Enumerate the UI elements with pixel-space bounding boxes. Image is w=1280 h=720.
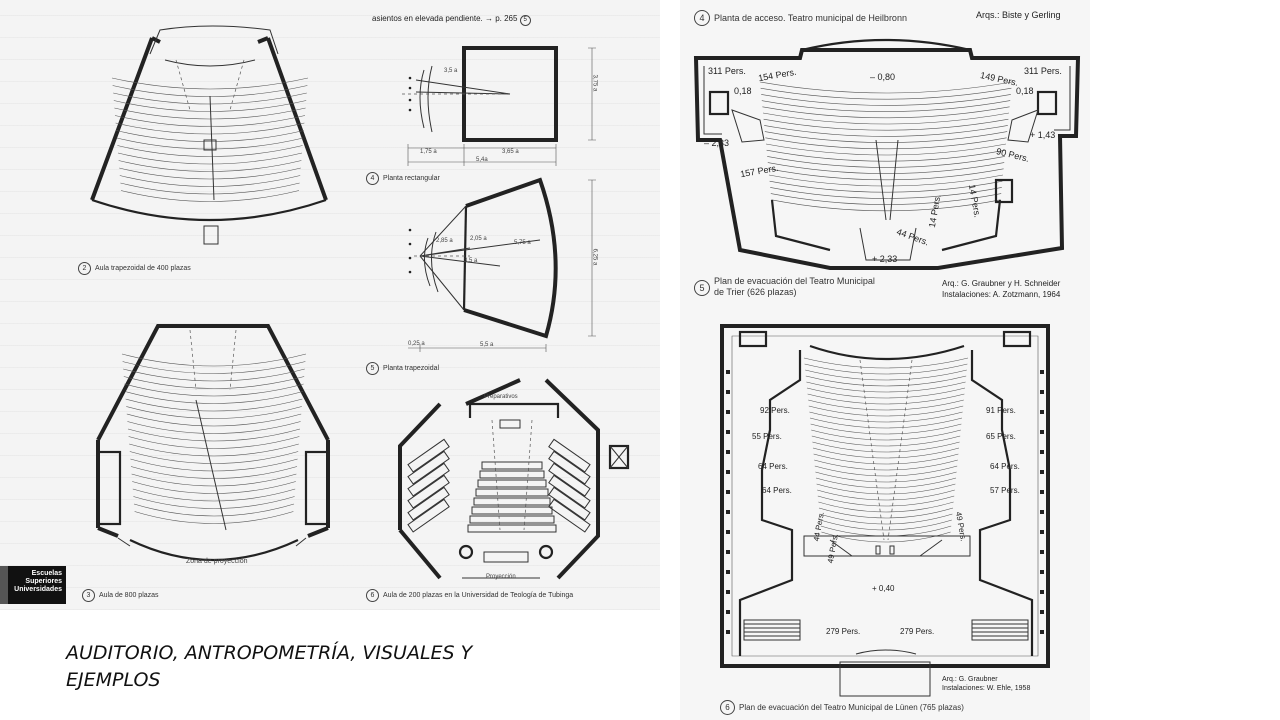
caption-trier-line-2: de Trier (626 plazas) bbox=[714, 287, 797, 297]
lunen-label-12: + 0,40 bbox=[872, 584, 895, 593]
caption-fig-5: 5 Planta trapezoidal bbox=[366, 362, 439, 375]
dim-trap-2: 2,05 a bbox=[470, 236, 487, 242]
caption-lunen: 6 Plan de evacuación del Teatro Municipa… bbox=[720, 700, 964, 715]
dim-rect-3: 3,65 a bbox=[502, 149, 519, 155]
lunen-label-4: 65 Pers. bbox=[986, 432, 1016, 441]
caption-fig-4: 4 Planta rectangular bbox=[366, 172, 440, 185]
label-zona-proyeccion: Zona de proyección bbox=[186, 558, 248, 565]
right-scanned-page: 4 Planta de acceso. Teatro municipal de … bbox=[680, 0, 1090, 720]
lunen-label-6: 64 Pers. bbox=[990, 462, 1020, 471]
dim-rect-1: 3,5 a bbox=[444, 68, 458, 74]
trier-label-3: – 0,80 bbox=[870, 72, 896, 82]
badge-stripe bbox=[0, 566, 8, 604]
trier-label-6: 0,18 bbox=[734, 86, 752, 96]
credit-heilbronn: Arqs.: Biste y Gerling bbox=[976, 10, 1061, 20]
badge-line-3: Universidades bbox=[14, 586, 62, 593]
dim-trap-6: 0,25 a bbox=[408, 341, 425, 347]
slide-title: AUDITORIO, ANTROPOMETRÍA, VISUALES Y EJE… bbox=[66, 642, 473, 691]
label-preparativos: Preparativos bbox=[484, 394, 518, 400]
lunen-label-1: 92 Pers. bbox=[760, 406, 790, 415]
top-note: asientos en elevada pendiente. → p. 265 … bbox=[372, 14, 531, 26]
lunen-label-7: 64 Pers. bbox=[762, 486, 792, 495]
trier-label-9: + 1,43 bbox=[1030, 130, 1056, 140]
credit-trier-1: Arq.: G. Graubner y H. Schneider bbox=[942, 279, 1061, 288]
plan-tubinga-200 bbox=[398, 378, 630, 580]
school-badge: Escuelas Superiores Universidades bbox=[0, 566, 66, 604]
dim-rect-5: 3,75 a bbox=[591, 74, 598, 92]
label-proyeccion: Proyección bbox=[486, 574, 516, 580]
credit-trier-2: Instalaciones: A. Zotzmann, 1964 bbox=[942, 290, 1061, 299]
plan-aula-800 bbox=[96, 324, 330, 562]
caption-heilbronn: 4 Planta de acceso. Teatro municipal de … bbox=[694, 10, 907, 26]
left-scanned-page: asientos en elevada pendiente. → p. 265 … bbox=[0, 0, 660, 610]
plan-rectangular bbox=[402, 46, 596, 166]
dim-trap-5: 6,25 a bbox=[591, 248, 598, 266]
lunen-label-13: 279 Pers. bbox=[826, 627, 861, 636]
credit-lunen-2: Instalaciones: W. Ehle, 1958 bbox=[942, 685, 1031, 692]
trier-label-1: 311 Pers. bbox=[708, 66, 746, 76]
lunen-label-2: 91 Pers. bbox=[986, 406, 1016, 415]
plan-trier bbox=[693, 38, 1081, 697]
dim-rect-4: 5,4a bbox=[476, 157, 488, 163]
caption-trier-line-1: Plan de evacuación del Teatro Municipal bbox=[714, 276, 875, 286]
badge-line-2: Superiores bbox=[25, 578, 62, 585]
lunen-label-5: 64 Pers. bbox=[758, 462, 788, 471]
caption-fig-6: 6 Aula de 200 plazas en la Universidad d… bbox=[366, 589, 573, 602]
trier-label-8: – 2,33 bbox=[704, 138, 730, 148]
trier-label-5: 311 Pers. bbox=[1024, 66, 1062, 76]
dim-trap-1: 2,85 a bbox=[436, 238, 453, 244]
caption-trier: 5 Plan de evacuación del Teatro Municipa… bbox=[694, 276, 875, 298]
credit-lunen-1: Arq.: G. Graubner bbox=[942, 676, 998, 683]
caption-fig-2: 2 Aula trapezoidal de 400 plazas bbox=[78, 262, 191, 275]
trier-label-15: + 2,33 bbox=[872, 254, 898, 264]
trier-label-7: 0,18 bbox=[1016, 86, 1034, 96]
badge-line-1: Escuelas bbox=[31, 570, 62, 577]
dim-trap-7: 5,5 a bbox=[480, 342, 494, 348]
dim-rect-2: 1,75 a bbox=[420, 149, 437, 155]
dim-trap-4: 3,5 a bbox=[464, 258, 478, 264]
lunen-label-14: 279 Pers. bbox=[900, 627, 935, 636]
lunen-label-8: 57 Pers. bbox=[990, 486, 1020, 495]
dim-trap-3: 5,75 a bbox=[514, 240, 531, 246]
plan-trapezoidal-400 bbox=[90, 25, 328, 245]
top-note-ref: 5 bbox=[519, 14, 531, 26]
plan-trapezoidal-geometry bbox=[408, 177, 596, 352]
caption-fig-3: 3 Aula de 800 plazas bbox=[82, 589, 159, 602]
lunen-label-3: 55 Pers. bbox=[752, 432, 782, 441]
